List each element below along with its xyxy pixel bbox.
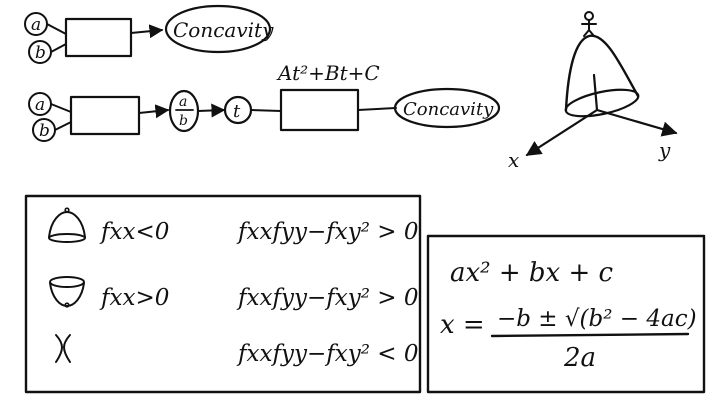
formula-polynomial: ax² + bx + c: [450, 258, 614, 288]
bell-surface: [564, 34, 640, 112]
flow2-ratio-denominator: b: [179, 113, 188, 129]
flow1-input-a: a: [31, 15, 41, 35]
flow2-t-label: t: [233, 101, 241, 122]
flow2-concavity-bubble: [393, 87, 501, 129]
flow-1: a b Concavity: [24, 4, 274, 64]
condition-row-2: fxx>0 fxxfyy−fxy² > 0: [49, 276, 418, 311]
quadratic-formula-panel: ax² + bx + c x = −b ± √(b² − 4ac) 2a: [426, 234, 706, 394]
flow1-input-b: b: [35, 43, 46, 63]
condition-1-second: fxxfyy−fxy² > 0: [236, 219, 418, 245]
y-axis: [595, 108, 678, 137]
flow2-ratio-numerator: a: [179, 94, 187, 110]
bowl-up-icon: [49, 276, 85, 308]
flow-2: a b a b t At²+Bt+C Concavity: [28, 61, 501, 142]
condition-3-second: fxxfyy−fxy² < 0: [236, 341, 418, 367]
condition-row-3: fxxfyy−fxy² < 0: [55, 334, 418, 367]
flow1-concavity-bubble: [164, 4, 272, 54]
x-axis-label: x: [508, 148, 519, 172]
formula-numerator: −b ± √(b² − 4ac): [497, 306, 697, 332]
surface-sketch: x y: [508, 11, 678, 172]
condition-1-first: fxx<0: [99, 219, 169, 245]
y-axis-label: y: [658, 138, 671, 162]
flow1-function-box: [64, 17, 133, 58]
flow2-quadratic-label: At²+Bt+C: [276, 61, 380, 85]
formula-denominator: 2a: [563, 343, 596, 373]
conditions-panel: fxx<0 fxxfyy−fxy² > 0 fxx>0 fxxfyy−fxy² …: [24, 194, 422, 394]
condition-2-second: fxxfyy−fxy² > 0: [236, 285, 418, 311]
flow2-function-box: [69, 95, 141, 136]
formula-fraction-bar: [490, 332, 690, 338]
flow2-input-a: a: [35, 95, 45, 115]
flow2-quadratic-box: [279, 88, 360, 132]
condition-row-1: fxx<0 fxxfyy−fxy² > 0: [48, 207, 418, 245]
condition-2-first: fxx>0: [99, 285, 169, 311]
saddle-icon: [55, 334, 71, 363]
flow2-input-b: b: [39, 121, 50, 141]
flow2-output-label: Concavity: [403, 99, 494, 120]
x-axis: [525, 108, 599, 157]
flow1-output-label: Concavity: [173, 18, 274, 42]
formula-lhs: x =: [440, 310, 485, 340]
bowl-down-icon: [48, 207, 86, 243]
